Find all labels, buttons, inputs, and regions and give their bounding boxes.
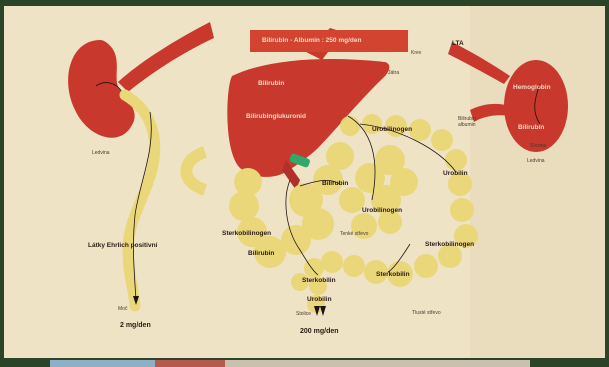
label-lta: LTA: [452, 40, 464, 47]
title-bilirubin-albumin: Bilirubin - Albumin : 250 mg/den: [262, 37, 361, 44]
label-slezina: Slezina: [530, 143, 546, 149]
label-urobilin-bottom: Urobilin: [307, 296, 332, 303]
label-bilirubin-spleen: Bilirubin: [518, 124, 544, 131]
label-bilirubin-left: Bilirubin: [248, 250, 274, 257]
label-hemoglobin: Hemoglobin: [513, 84, 551, 91]
spleen: [504, 60, 568, 152]
label-bilirubin-liver: Bilirubin: [258, 80, 284, 87]
label-urobilin-right: Urobilin: [443, 170, 468, 177]
label-tluste-streva: Tlusté střevo: [412, 310, 441, 316]
paper-shade-right: [470, 6, 605, 358]
label-moc: Moč: [118, 306, 127, 312]
strip-beige: [225, 360, 530, 367]
label-bilirubinglukuronid: Bilirubinglukuronid: [246, 113, 306, 120]
label-bilirubin-gut: Bilirubin: [322, 180, 348, 187]
label-sterkobilin-bottom: Sterkobilin: [302, 277, 336, 284]
label-krev: Krev: [411, 50, 421, 56]
label-ledvina-left: Ledvina: [92, 150, 110, 156]
label-feces-amount: 200 mg/den: [300, 328, 339, 335]
label-stolice: Stolice: [296, 311, 311, 317]
bottom-color-strip: [50, 360, 530, 367]
label-latky-ehrlich: Látky Ehrlich positivní: [88, 242, 157, 249]
label-urine-amount: 2 mg/den: [120, 322, 151, 329]
label-tenke-streva: Tenké střevo: [340, 231, 368, 237]
label-sterkobilinogen-left: Sterkobilinogen: [222, 230, 271, 237]
label-bilirubin-albumin-small: Bilirubin albumin: [458, 116, 488, 128]
label-ledvina-right: Ledvina: [527, 158, 545, 164]
label-jatra: Játra: [388, 70, 399, 76]
label-urobilinogen-mid: Urobilinogen: [362, 207, 402, 214]
strip-red: [155, 360, 225, 367]
strip-blue: [50, 360, 155, 367]
label-sterkobilinogen-right: Sterkobilinogen: [425, 241, 474, 248]
label-urobilinogen-top: Urobilinogen: [372, 126, 412, 133]
label-sterkobilin-right: Sterkobilin: [376, 271, 410, 278]
